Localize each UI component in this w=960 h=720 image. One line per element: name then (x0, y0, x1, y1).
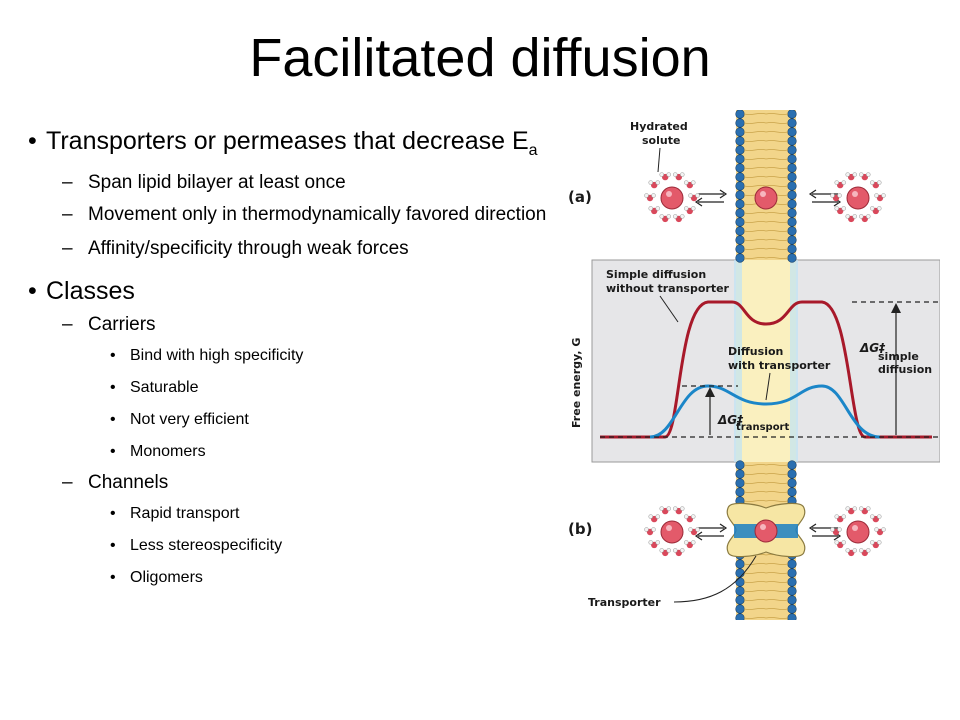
slide-title: Facilitated diffusion (249, 28, 711, 88)
panel-b-label: (b) (568, 520, 592, 538)
subscript-a: a (528, 142, 538, 159)
bullet-dot: • (28, 277, 37, 305)
bullet-dot: • (28, 127, 37, 155)
solute-molecule (754, 519, 778, 543)
sub-bullet-carriers: –Carriers (62, 314, 156, 335)
solute-molecule (830, 172, 886, 223)
hydrated-solute-label-1: Hydrated (630, 120, 688, 133)
dg-transport-sub: transport (736, 422, 789, 433)
dg-simple-sub-1: simple (878, 350, 919, 363)
with-transporter-label-2: with transporter (728, 359, 831, 372)
bullet-transporters: • Transporters or permeases that decreas… (28, 126, 548, 166)
sub-bullet-affinity: –Affinity/specificity through weak force… (62, 238, 409, 259)
simple-diffusion-label-1: Simple diffusion (606, 268, 706, 281)
sub-bullet-span: –Span lipid bilayer at least once (62, 172, 346, 193)
panel-a-label: (a) (568, 188, 592, 206)
solute-molecule (644, 172, 700, 223)
bullet-text: Transporters or permeases that decrease … (46, 127, 529, 155)
bullet-list: • Transporters or permeases that decreas… (28, 124, 548, 588)
item-oligomers: •Oligomers (110, 569, 203, 586)
item-stereospecificity: •Less stereospecificity (110, 537, 283, 554)
dg-simple-sub-2: diffusion (878, 363, 932, 376)
simple-diffusion-label-2: without transporter (606, 282, 730, 295)
dg-transport-symbol: ΔG‡ (717, 413, 744, 427)
item-rapid: •Rapid transport (110, 505, 240, 522)
item-monomers: •Monomers (110, 443, 206, 460)
transport-curve (649, 384, 881, 439)
solute-molecule (754, 186, 778, 210)
bullet-classes: • Classes (28, 277, 135, 305)
hydrated-solutes (644, 172, 886, 557)
with-transporter-label-1: Diffusion (728, 345, 783, 358)
transporter-label: Transporter (588, 596, 661, 609)
solute-molecule (644, 506, 700, 557)
simple-diffusion-curve (600, 300, 932, 439)
item-bind: •Bind with high specificity (110, 347, 304, 364)
item-saturable: •Saturable (110, 379, 199, 396)
y-axis-label: Free energy, G (570, 338, 583, 428)
dg-simple-symbol: ΔG‡ (859, 341, 886, 355)
item-not-efficient: •Not very efficient (110, 411, 249, 428)
sub-bullet-channels: –Channels (62, 472, 169, 493)
sub-bullet-movement: –Movement only in thermodynamically favo… (62, 204, 547, 225)
facilitated-diffusion-figure: Simple diffusion without transporter Dif… (568, 110, 940, 620)
solute-molecule (830, 506, 886, 557)
hydrated-solute-label-2: solute (642, 134, 680, 147)
